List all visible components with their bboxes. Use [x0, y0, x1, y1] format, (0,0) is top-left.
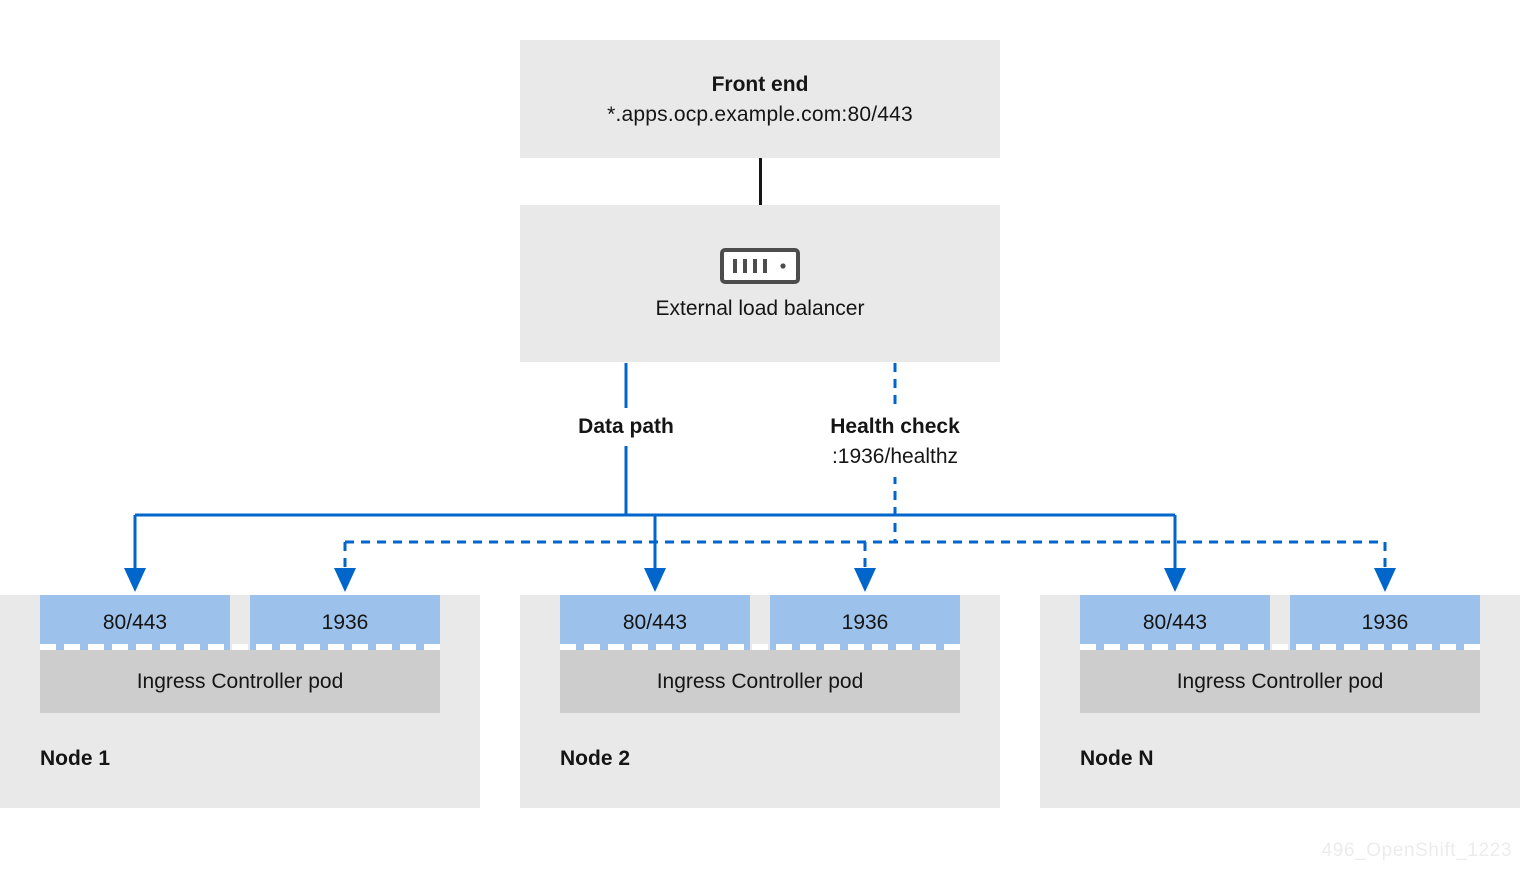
frontend-box: Front end *.apps.ocp.example.com:80/443 — [520, 40, 1000, 158]
node-2-port-1936: 1936 — [770, 595, 960, 650]
data-path-label: Data path — [572, 408, 680, 447]
arrowheads — [124, 568, 1396, 592]
node-n-ingress-controller-pod: Ingress Controller pod — [1080, 650, 1480, 713]
node-2-label: Node 2 — [560, 747, 631, 770]
data-path-text: Data path — [578, 415, 674, 438]
frontend-title: Front end — [711, 72, 809, 96]
node-1-port-1936: 1936 — [250, 595, 440, 650]
server-icon — [720, 248, 800, 284]
external-load-balancer-box: External load balancer — [520, 205, 1000, 362]
watermark-text: 496_OpenShift_1223 — [1321, 840, 1512, 861]
node-2-box: 80/443 1936 Ingress Controller pod Node … — [520, 595, 1000, 808]
frontend-to-lb-connector — [759, 158, 762, 205]
node-n-box: 80/443 1936 Ingress Controller pod Node … — [1040, 595, 1520, 808]
frontend-address: *.apps.ocp.example.com:80/443 — [607, 102, 913, 126]
node-1-label: Node 1 — [40, 747, 111, 770]
health-check-text: Health check — [830, 415, 960, 438]
node-n-pod-dashed-border — [1080, 644, 1480, 650]
node-2-port-80-443: 80/443 — [560, 595, 750, 650]
node-n-port-80-443: 80/443 — [1080, 595, 1270, 650]
data-path-lines — [133, 363, 1177, 570]
node-n-label: Node N — [1080, 747, 1154, 770]
node-1-box: 80/443 1936 Ingress Controller pod Node … — [0, 595, 480, 808]
health-check-label: Health check :1936/healthz — [824, 408, 966, 477]
node-n-port-1936: 1936 — [1290, 595, 1480, 650]
node-1-port-80-443: 80/443 — [40, 595, 230, 650]
external-load-balancer-label: External load balancer — [655, 297, 865, 320]
node-1-pod-dashed-border — [40, 644, 440, 650]
health-check-endpoint: :1936/healthz — [831, 445, 959, 469]
node-1-ingress-controller-pod: Ingress Controller pod — [40, 650, 440, 713]
node-2-pod-dashed-border — [560, 644, 960, 650]
node-2-ingress-controller-pod: Ingress Controller pod — [560, 650, 960, 713]
